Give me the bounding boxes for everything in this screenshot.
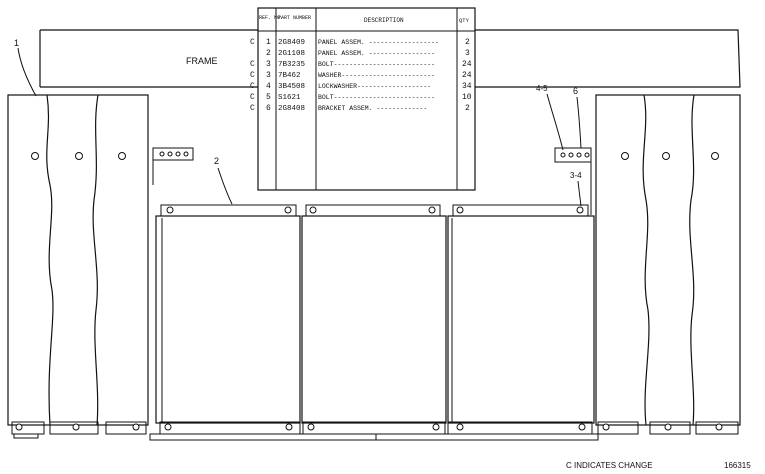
right-panel-assembly <box>595 94 741 435</box>
callouts: 1 2 4-5 6 3-4 <box>14 38 582 207</box>
table-row: 2 2G1108 PANEL ASSEM. ----------------- … <box>266 49 470 58</box>
bolt-icon <box>576 152 582 158</box>
center-panel-left <box>155 215 301 424</box>
row-ref: 2 <box>266 49 271 58</box>
row-part-number: S1621 <box>278 94 301 102</box>
bolt-icon <box>621 152 629 160</box>
bolt-icon <box>164 423 172 431</box>
frame-label: FRAME <box>186 56 218 66</box>
bolt-icon <box>711 152 719 160</box>
bolt-icon <box>456 206 464 214</box>
bolt-icon <box>15 423 23 431</box>
right-bracket-assembly <box>554 147 592 215</box>
table-header-part: PART NUMBER <box>278 15 311 21</box>
bolt-icon <box>428 206 436 214</box>
center-panel-middle <box>301 215 447 424</box>
row-description: BOLT-------------------------- <box>318 61 435 68</box>
row-part-number: 2G8409 <box>278 39 305 47</box>
left-bracket-assembly <box>152 147 194 185</box>
bolt-icon <box>662 152 670 160</box>
left-panel-assembly <box>7 94 149 435</box>
bolt-icon <box>456 423 464 431</box>
bolt-icon <box>72 423 80 431</box>
bolt-icon <box>307 423 315 431</box>
bolt-icon <box>568 152 574 158</box>
bolt-icon <box>309 206 317 214</box>
row-ref: 6 <box>266 104 271 113</box>
table-row: C 3 7B462 WASHER------------------------… <box>250 71 472 80</box>
center-panels <box>13 204 599 441</box>
row-part-number: 7B3235 <box>278 61 306 69</box>
row-change-flag: C <box>250 71 255 80</box>
bolt-icon <box>118 152 126 160</box>
row-qty: 2 <box>465 104 470 113</box>
bolt-icon <box>132 423 140 431</box>
row-description: BOLT-------------------------- <box>318 94 435 101</box>
callout-2: 2 <box>214 156 219 166</box>
bolt-icon <box>167 151 173 157</box>
parts-table: REF. NO. PART NUMBER DESCRIPTION QTY C 1… <box>250 7 476 191</box>
row-part-number: 3B4508 <box>278 83 305 91</box>
table-header-ref: REF. NO. <box>259 15 283 21</box>
row-ref: 5 <box>266 93 271 102</box>
bolt-icon <box>560 152 566 158</box>
bolt-icon <box>715 423 723 431</box>
row-change-flag: C <box>250 93 255 102</box>
callout-4-5: 4-5 <box>536 84 548 93</box>
bolt-icon <box>584 152 590 158</box>
table-row: C 5 S1621 BOLT--------------------------… <box>250 93 472 102</box>
row-ref: 1 <box>266 38 271 47</box>
bolt-icon <box>183 151 189 157</box>
row-part-number: 2G8408 <box>278 105 305 113</box>
table-row: C 6 2G8408 BRACKET ASSEM. ------------- … <box>250 104 470 113</box>
table-row: C 4 3B4508 LOCKWASHER-------------------… <box>250 82 472 91</box>
row-qty: 10 <box>462 93 472 102</box>
row-qty: 3 <box>465 49 470 58</box>
change-note: C INDICATES CHANGE <box>566 461 653 470</box>
row-description: WASHER------------------------ <box>318 72 435 79</box>
table-header-qty: QTY <box>459 17 470 24</box>
row-change-flag: C <box>250 38 255 47</box>
bolt-icon <box>166 206 174 214</box>
drawing-number: 166315 <box>724 461 751 470</box>
row-ref: 3 <box>266 71 271 80</box>
bolt-icon <box>285 423 293 431</box>
center-panel-right <box>447 215 595 424</box>
bolt-icon <box>664 423 672 431</box>
callout-3-4: 3-4 <box>570 171 582 180</box>
row-description: PANEL ASSEM. ----------------- <box>318 50 435 57</box>
row-qty: 24 <box>462 60 472 69</box>
row-description: PANEL ASSEM. ------------------ <box>318 39 439 46</box>
frame-beam: FRAME <box>39 29 741 88</box>
callout-1: 1 <box>14 38 19 48</box>
row-ref: 4 <box>266 82 271 91</box>
bolt-icon <box>31 152 39 160</box>
bolt-icon <box>578 423 586 431</box>
callout-6: 6 <box>573 86 578 96</box>
row-change-flag: C <box>250 60 255 69</box>
row-change-flag: C <box>250 82 255 91</box>
bolt-icon <box>175 151 181 157</box>
row-part-number: 2G1108 <box>278 50 305 58</box>
bolt-icon <box>75 152 83 160</box>
bolt-icon <box>602 423 610 431</box>
bolt-icon <box>159 151 165 157</box>
row-qty: 24 <box>462 71 472 80</box>
table-row: C 1 2G8409 PANEL ASSEM. ----------------… <box>250 38 470 47</box>
row-qty: 2 <box>465 38 470 47</box>
bolt-icon <box>576 206 584 214</box>
bolt-icon <box>432 423 440 431</box>
table-row: C 3 7B3235 BOLT-------------------------… <box>250 60 472 69</box>
bolt-icon <box>284 206 292 214</box>
row-part-number: 7B462 <box>278 72 301 80</box>
row-description: LOCKWASHER------------------- <box>318 83 431 90</box>
row-description: BRACKET ASSEM. ------------- <box>318 105 427 112</box>
row-ref: 3 <box>266 60 271 69</box>
row-qty: 34 <box>462 82 472 91</box>
table-header-description: DESCRIPTION <box>364 17 404 24</box>
row-change-flag: C <box>250 104 255 113</box>
